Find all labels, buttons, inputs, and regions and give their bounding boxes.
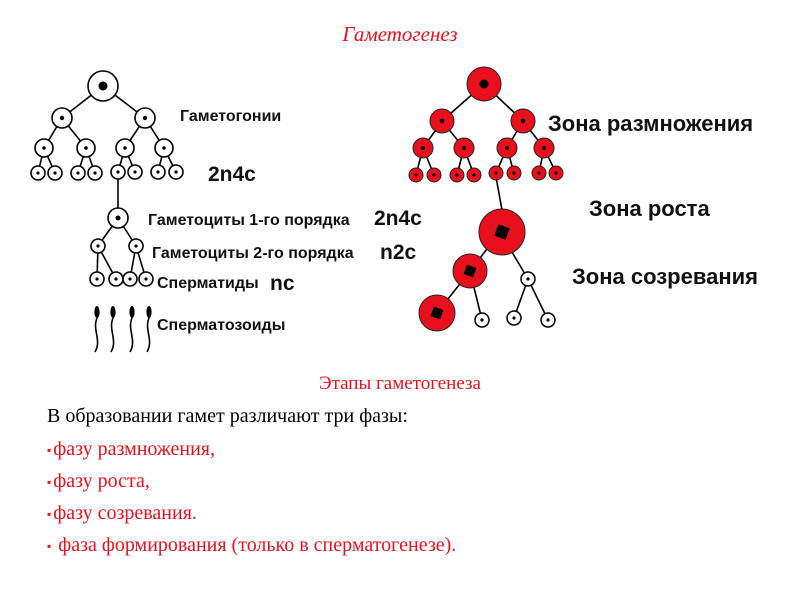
bullet-icon: ▪ [47,475,52,490]
left-nuclei [36,81,178,318]
label-gametogonia-formula: 2n4c [208,163,256,186]
label-zone-multiplication: Зона размножения [548,111,753,136]
list-item: ▪ фаза формирования (только в сперматоге… [47,533,456,565]
phase-text: фазу размножения, [53,438,215,460]
bullet-icon: ▪ [47,507,52,522]
section-subtitle: Этапы гаметогенеза [319,373,481,394]
label-gametocytes-1: Гаметоциты 1-го порядка [148,212,350,229]
label-gametocytes-2-formula: n2c [380,241,417,264]
page-title: Гаметогенез [342,22,458,46]
phase-text: фазу созревания. [53,502,197,524]
label-gametocytes-2: Гаметоциты 2-го порядка [152,245,354,262]
label-spermatids-formula: nc [270,272,295,295]
bullet-icon: ▪ [47,539,52,554]
list-item: ▪фазу роста, [47,469,456,501]
label-spermatozoa: Сперматозоиды [157,317,285,334]
label-zone-growth: Зона роста [589,196,710,221]
list-item: ▪фазу созревания. [47,501,456,533]
phase-text: фаза формирования (только в сперматогене… [53,534,457,556]
intro-text: В образовании гамет различают три фазы: [47,405,408,427]
right-nuclei [414,79,558,322]
phase-text: фазу роста, [53,470,150,492]
label-zone-maturation: Зона созревания [572,264,758,289]
label-spermatids: Сперматиды [157,275,259,292]
gametogenesis-diagram: Гаметогонии 2n4c Гаметоциты 1-го порядка… [30,66,758,353]
right-cells [408,66,564,332]
list-item: ▪фазу размножения, [47,437,456,469]
phases-list: ▪фазу размножения, ▪фазу роста, ▪фазу со… [47,437,456,565]
label-gametogonia: Гаметогонии [180,108,281,125]
bullet-icon: ▪ [47,443,52,458]
label-gametocytes-1-formula: 2n4c [374,207,422,230]
